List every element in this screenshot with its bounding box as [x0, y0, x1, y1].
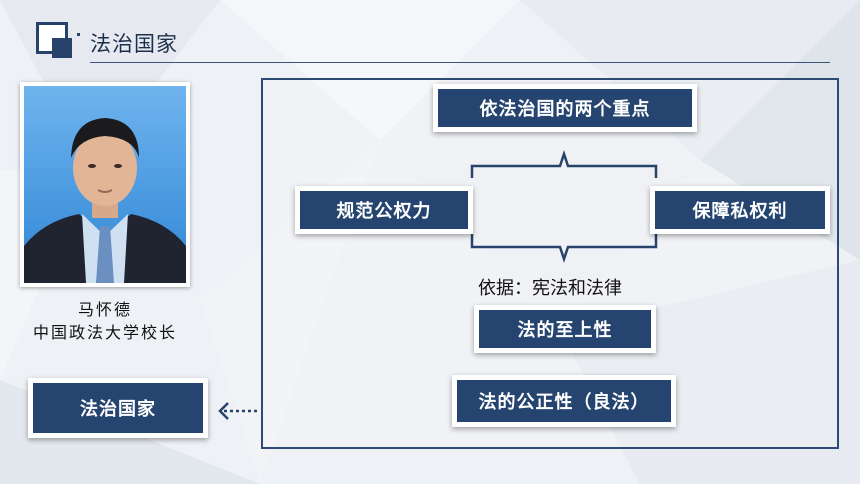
key-points-box: 依法治国的两个重点 [433, 84, 697, 132]
person-name: 马怀德 [77, 300, 132, 319]
header-logo-icon [36, 22, 76, 60]
law-justice-label: 法的公正性（良法） [457, 380, 671, 422]
law-justice-box: 法的公正性（良法） [452, 375, 676, 427]
law-supremacy-box: 法的至上性 [474, 305, 656, 353]
header-dot [77, 33, 80, 36]
person-role: 中国政法大学校长 [32, 323, 177, 342]
protect-private-rights-label: 保障私权利 [655, 191, 825, 229]
rule-of-law-country-label: 法治国家 [33, 383, 203, 433]
regulate-public-power-label: 规范公权力 [300, 191, 468, 229]
header-divider [90, 62, 830, 63]
law-supremacy-label: 法的至上性 [479, 310, 651, 348]
protect-private-rights-box: 保障私权利 [650, 186, 830, 234]
key-points-label: 依法治国的两个重点 [438, 89, 692, 127]
regulate-public-power-box: 规范公权力 [295, 186, 473, 234]
page-title: 法治国家 [90, 32, 178, 56]
dotted-arrow-icon [218, 402, 260, 420]
diagram-frame [261, 78, 839, 449]
rule-of-law-country-box[interactable]: 法治国家 [28, 378, 208, 438]
portrait-photo [20, 82, 190, 287]
basis-label: 依据：宪法和法律 [478, 278, 622, 299]
